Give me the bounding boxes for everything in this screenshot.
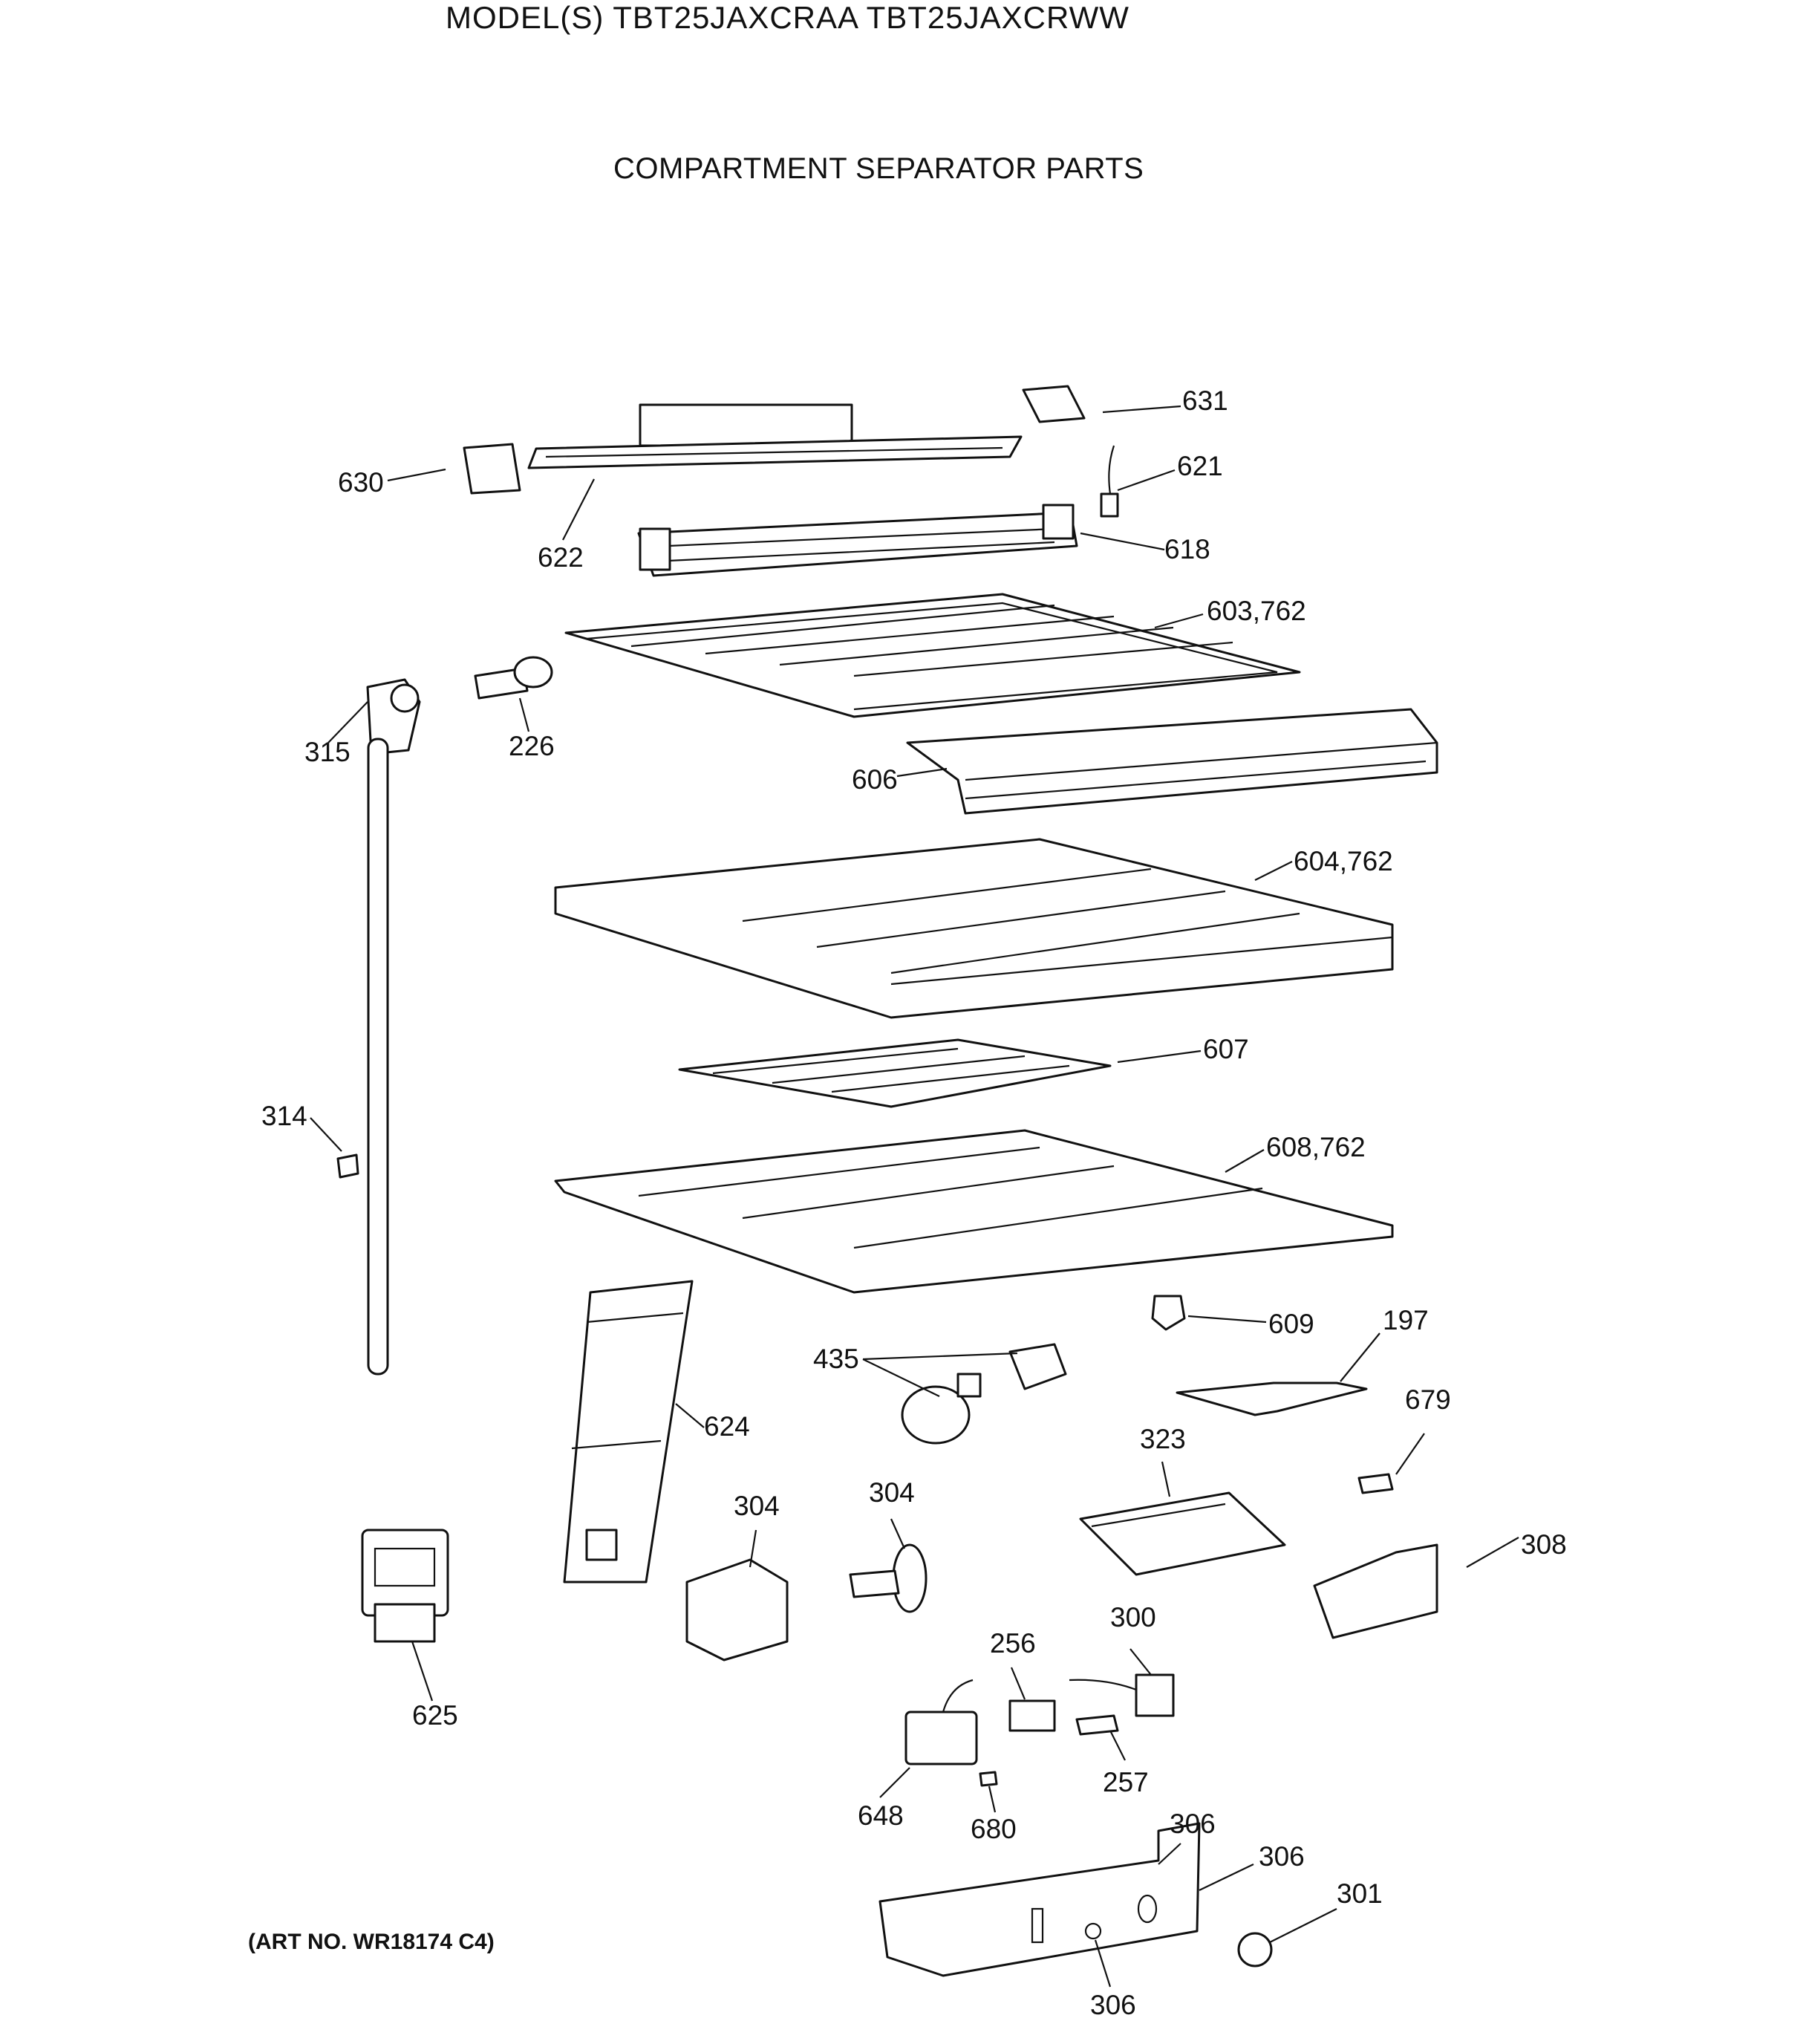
part-226-fitting [474, 656, 553, 700]
callout-618: 618 [1164, 534, 1210, 564]
part-630-cap [463, 443, 521, 495]
part-314-clip [336, 1153, 359, 1179]
callout-300: 300 [1110, 1602, 1156, 1633]
callout-306-right: 306 [1259, 1841, 1305, 1872]
callout-680: 680 [971, 1814, 1017, 1844]
part-607-mat [678, 1038, 1112, 1108]
callout-306-top: 306 [1170, 1809, 1216, 1839]
part-608-pan [554, 1129, 1394, 1294]
callout-604-762: 604,762 [1294, 846, 1393, 876]
callout-labels: 631 630 621 622 618 603,762 315 226 606 … [261, 385, 1567, 2020]
part-315-bracket [366, 678, 421, 755]
part-624-vent [563, 1280, 694, 1584]
model-title: MODEL(S) TBT25JAXCRAA TBT25JAXCRWW [446, 0, 1129, 35]
part-256-switch [1008, 1699, 1056, 1732]
callout-630: 630 [338, 467, 384, 498]
callout-435: 435 [813, 1344, 859, 1374]
callout-301: 301 [1337, 1878, 1383, 1909]
part-304-knob [849, 1543, 928, 1613]
part-301-knob [1237, 1932, 1273, 1967]
art-number: (ART NO. WR18174 C4) [248, 1930, 495, 1954]
part-300-switch [1069, 1673, 1175, 1717]
callout-622: 622 [538, 542, 584, 573]
part-304-block [685, 1558, 789, 1661]
callout-607: 607 [1203, 1034, 1249, 1064]
callout-314: 314 [261, 1101, 307, 1131]
callout-631: 631 [1182, 385, 1228, 416]
callout-624: 624 [704, 1411, 750, 1442]
part-609-clip [1151, 1295, 1186, 1331]
part-618-rail [637, 504, 1078, 577]
section-title: COMPARTMENT SEPARATOR PARTS [613, 152, 1144, 185]
callout-323: 323 [1140, 1424, 1186, 1454]
part-435-lamp [901, 1343, 1067, 1445]
callout-679: 679 [1405, 1384, 1451, 1415]
callout-648: 648 [858, 1800, 904, 1831]
part-621-wire [1100, 445, 1119, 518]
part-648-timer [904, 1679, 978, 1765]
part-622-cover [527, 403, 1023, 469]
part-603-shelf [564, 593, 1301, 718]
callout-606: 606 [852, 764, 898, 795]
part-625-housing [361, 1529, 449, 1643]
callout-608-762: 608,762 [1266, 1132, 1366, 1162]
callout-315: 315 [304, 737, 351, 767]
part-606-duct [906, 708, 1438, 815]
part-314-tube [367, 738, 389, 1376]
callout-197: 197 [1383, 1305, 1429, 1335]
part-323-bracket [1079, 1491, 1286, 1576]
callout-306-bottom: 306 [1090, 1990, 1136, 2020]
part-257-screw [1075, 1714, 1119, 1736]
part-308-plate [1313, 1543, 1438, 1639]
part-679-screw [1357, 1473, 1394, 1494]
callout-257: 257 [1103, 1767, 1149, 1797]
callout-304-block: 304 [734, 1491, 780, 1521]
part-631-cap [1022, 385, 1086, 423]
leader-lines [310, 405, 1519, 1988]
part-197-strap [1176, 1381, 1368, 1416]
part-604-separator [554, 838, 1394, 1019]
callout-603-762: 603,762 [1207, 596, 1306, 626]
callout-308: 308 [1521, 1529, 1567, 1560]
callout-304-knob: 304 [869, 1477, 915, 1508]
callout-625: 625 [412, 1700, 458, 1731]
callout-621: 621 [1177, 451, 1223, 481]
part-306-tray [878, 1822, 1201, 1977]
callout-256: 256 [990, 1628, 1036, 1659]
part-680-screw [979, 1771, 998, 1787]
callout-226: 226 [509, 731, 555, 761]
callout-609: 609 [1268, 1309, 1314, 1339]
